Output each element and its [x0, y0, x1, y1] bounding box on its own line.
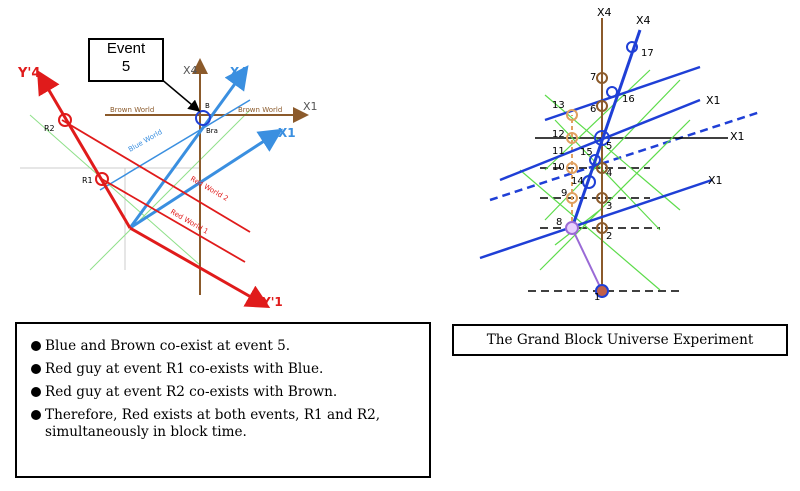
event-r2-marker: [58, 113, 72, 127]
blue-x1-axis: [129, 128, 284, 230]
diagram-caption: The Grand Block Universe Experiment: [452, 324, 788, 356]
bullet-item: Red guy at event R2 co-exists with Brown…: [31, 384, 421, 401]
event-5-marker: [195, 110, 211, 126]
axis-label-x1: X1: [303, 100, 318, 113]
bra-label: Bra: [206, 127, 218, 135]
callout-arrow: [159, 77, 201, 112]
bullet-text: Red guy at event R1 co-exists with Blue.: [45, 361, 324, 377]
event-label-6: 6: [590, 104, 596, 115]
brown-world-left-label: Brown World: [110, 106, 154, 114]
b-label: B: [205, 102, 210, 110]
bullet-item: Blue and Brown co-exist at event 5.: [31, 338, 421, 355]
event-label-7: 7: [590, 72, 596, 83]
bullet-dot-icon: [31, 387, 41, 397]
event-label-9: 9: [561, 188, 567, 199]
bullet-item: Red guy at event R1 co-exists with Blue.: [31, 361, 421, 378]
right-spacetime-diagram: X4 X4 X1 X1 X1 1 2 3 4 5 6 7 8 9 10 11 1…: [479, 6, 761, 303]
right-axis-x1-blue-top: X1: [706, 94, 721, 107]
axis-label-y4: Y'4: [17, 66, 40, 81]
red-world-1-line: [99, 177, 246, 263]
brown-world-right-label: Brown World: [238, 106, 282, 114]
explanation-box: Blue and Brown co-exist at event 5. Red …: [15, 322, 431, 478]
right-axis-x1-black: X1: [730, 130, 745, 143]
event-5-callout: Event 5: [88, 38, 164, 82]
event-label-10: 10: [552, 162, 565, 173]
red-world-2-line: [61, 119, 251, 233]
axis-label-y1: Y'1: [261, 295, 283, 309]
right-axis-x4-blue: X4: [636, 14, 651, 27]
event-label-2: 2: [606, 231, 612, 242]
event-label-15: 15: [580, 147, 593, 158]
event-label-4: 4: [606, 168, 612, 179]
callout-line-1: Event: [106, 40, 146, 57]
callout-line-2: 5: [121, 58, 131, 75]
left-spacetime-diagram: X4 X4 X1 X1 Y'4 Y'1 Brown World Brown Wo…: [17, 58, 318, 309]
red-y1-axis: [129, 226, 271, 308]
event-label-11: 11: [552, 146, 565, 157]
blue-x4-axis: [128, 65, 249, 229]
blue-world-label: Blue World: [127, 128, 164, 154]
event-label-13: 13: [552, 100, 565, 111]
axis-label-blue-x4: X4: [230, 65, 248, 79]
bullet-dot-icon: [31, 341, 41, 351]
event-label-14: 14: [571, 176, 584, 187]
event-label-16: 16: [622, 94, 635, 105]
axis-label-blue-x1: X1: [278, 126, 296, 140]
blue-x1-bottom: [479, 178, 713, 260]
red-y4-axis: [36, 69, 132, 229]
bullet-dot-icon: [31, 364, 41, 374]
bullet-text: Therefore, Red exists at both events, R1…: [45, 407, 381, 440]
right-axis-x1-blue-bottom: X1: [708, 174, 723, 187]
r1-label: R1: [82, 176, 93, 185]
event-label-5: 5: [606, 141, 612, 152]
r2-label: R2: [44, 124, 55, 133]
right-axis-x4-brown: X4: [597, 6, 612, 19]
event-r1-marker: [95, 172, 109, 186]
axis-label-x4: X4: [183, 64, 198, 77]
blue-x4-worldline: [570, 29, 642, 229]
bullet-dot-icon: [31, 410, 41, 420]
event-label-12: 12: [552, 129, 565, 140]
event-label-8: 8: [556, 217, 562, 228]
bullet-text: Blue and Brown co-exist at event 5.: [45, 338, 291, 354]
event-label-17: 17: [641, 48, 654, 59]
blue-x1-top: [499, 98, 701, 182]
event-label-3: 3: [606, 201, 612, 212]
event-label-1: 1: [594, 292, 600, 303]
bullet-text: Red guy at event R2 co-exists with Brown…: [45, 384, 338, 400]
bullet-item: Therefore, Red exists at both events, R1…: [31, 407, 421, 441]
